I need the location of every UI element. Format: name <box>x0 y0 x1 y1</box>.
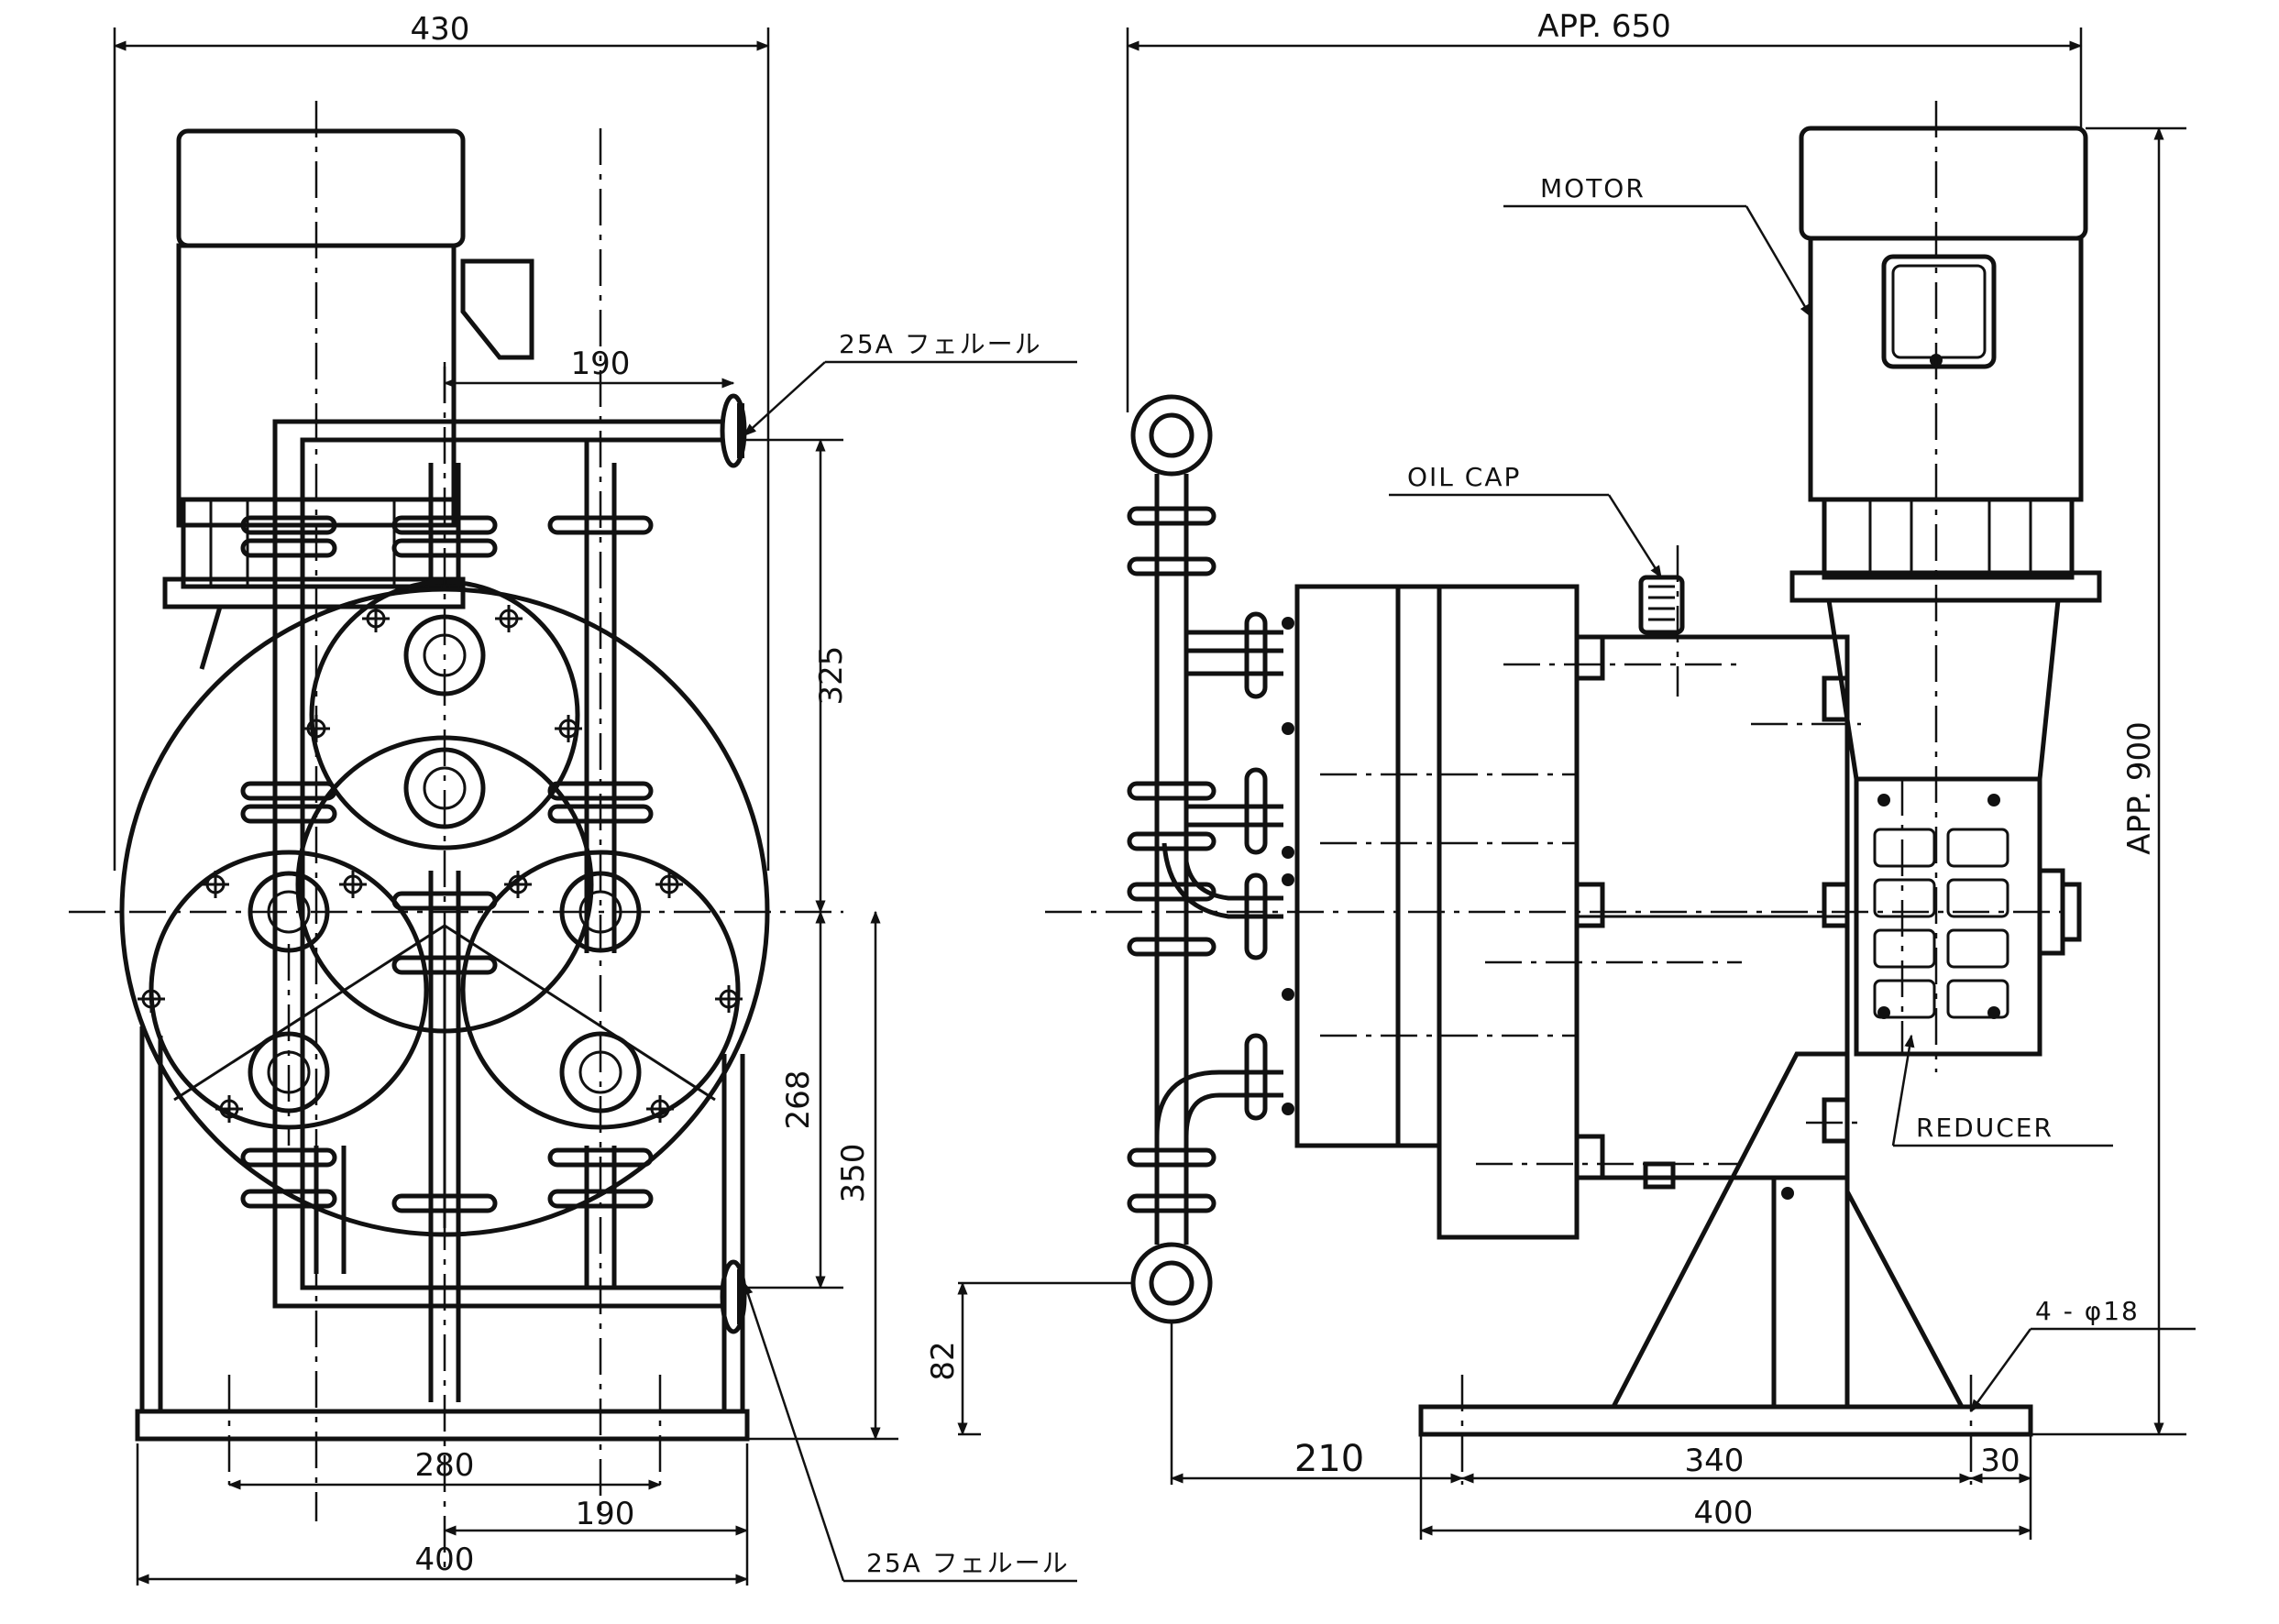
side-labels: MOTOR OIL CAP REDUCER 4 - φ18 <box>1389 173 2196 1413</box>
label-reducer: REDUCER <box>1916 1113 2053 1143</box>
front-base-frame <box>135 1026 750 1442</box>
dim-side-400: 400 <box>1694 1495 1754 1531</box>
side-dimensions: APP. 650 APP. 900 210 340 30 400 82 <box>925 8 2186 1540</box>
side-reducer <box>1854 776 2082 1057</box>
label-motor: MOTOR <box>1540 173 1646 203</box>
side-view: APP. 650 APP. 900 210 340 30 400 82 MOTO… <box>925 8 2196 1540</box>
side-manifold <box>1127 394 1283 1324</box>
label-oil-cap: OIL CAP <box>1407 462 1521 492</box>
dim-front-325: 325 <box>813 646 850 706</box>
dim-side-app650: APP. 650 <box>1537 8 1670 45</box>
dim-front-430: 430 <box>411 11 470 48</box>
side-motor <box>1789 126 2102 782</box>
dim-side-app900: APP. 900 <box>2121 721 2158 854</box>
dim-front-400: 400 <box>415 1542 475 1578</box>
front-view: 430 190 325 268 350 280 190 400 25A フェルー… <box>69 11 1077 1586</box>
label-ferrule-top: 25A フェルール <box>839 329 1042 359</box>
dim-front-280: 280 <box>415 1447 475 1484</box>
front-ferrule-callouts: 25A フェルール 25A フェルール <box>743 329 1077 1583</box>
dim-front-350: 350 <box>835 1144 872 1203</box>
dim-side-210: 210 <box>1294 1438 1364 1480</box>
dim-front-190-top: 190 <box>571 346 631 382</box>
side-stand <box>1418 1051 2033 1437</box>
dim-side-82: 82 <box>925 1341 962 1380</box>
side-pump-casing <box>1282 575 1850 1240</box>
front-piping <box>272 393 747 1402</box>
dim-side-340: 340 <box>1685 1443 1745 1479</box>
dim-front-268: 268 <box>780 1070 817 1130</box>
label-ferrule-bottom: 25A フェルール <box>866 1548 1070 1578</box>
front-dimensions: 430 190 325 268 350 280 190 400 <box>113 11 898 1586</box>
dim-side-30: 30 <box>1980 1443 2020 1479</box>
front-motor <box>162 128 534 609</box>
label-holes: 4 - φ18 <box>2035 1296 2140 1326</box>
dim-front-190-bottom: 190 <box>576 1496 635 1532</box>
side-centerlines <box>1045 101 2063 1485</box>
front-centerlines <box>69 101 843 1567</box>
